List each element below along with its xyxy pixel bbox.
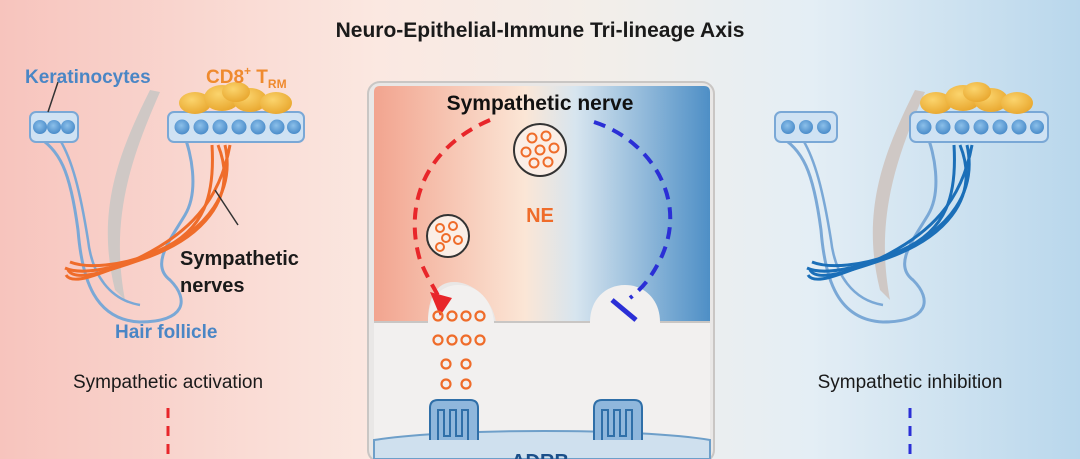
receptor-notch-right <box>590 285 660 322</box>
vesicle-large <box>513 123 567 177</box>
nerves-leader <box>214 189 239 226</box>
ne-label: NE <box>526 205 554 227</box>
hair-follicle-right <box>777 133 938 324</box>
nerves-label-line1: Sympathetic <box>180 248 299 270</box>
trm-cells <box>179 82 292 114</box>
keratinocytes-leader <box>47 81 59 113</box>
left-skin-panel: Keratinocytes CD8+ TRM Sympathetic nerve… <box>25 64 305 459</box>
hair-follicle-inner <box>58 139 141 307</box>
hair-shaft-right <box>872 90 925 300</box>
hair-follicle <box>34 133 195 324</box>
hair-follicle-inner-right <box>801 139 884 307</box>
right-skin-panel: Sympathetic inhibition <box>774 82 1049 459</box>
center-synapse-panel: Sympathetic nerve NE <box>367 81 715 459</box>
hair-follicle-label: Hair follicle <box>115 322 217 343</box>
nerves-label-line2: nerves <box>180 275 245 297</box>
adrb-label-partial: ADRB <box>511 451 569 459</box>
trm-cells-right <box>920 82 1033 114</box>
inhibition-caption: Sympathetic inhibition <box>818 372 1003 393</box>
keratinocyte-cluster-small-right <box>774 111 838 143</box>
keratinocyte-cluster-large-right <box>909 111 1049 143</box>
adrb-receptor-right <box>593 399 643 440</box>
activation-arrow <box>412 118 491 301</box>
released-ne <box>432 310 486 390</box>
activation-caption: Sympathetic activation <box>73 372 263 393</box>
sympathetic-nerves-activated <box>64 144 232 281</box>
inhibition-arrow <box>593 120 673 300</box>
adrb-receptor-left <box>429 399 479 440</box>
keratinocyte-cluster-large <box>167 111 305 143</box>
vesicle-small <box>426 214 470 258</box>
presynaptic-area <box>374 86 710 322</box>
hair-shaft <box>107 90 160 300</box>
activation-arrowhead <box>430 292 452 316</box>
diagram-title: Neuro-Epithelial-Immune Tri-lineage Axis <box>336 19 745 42</box>
trm-label: CD8+ TRM <box>206 64 287 91</box>
sympathetic-nerves-inhibited <box>806 144 974 281</box>
inhibition-bar <box>610 298 638 322</box>
keratinocytes-label: Keratinocytes <box>25 67 151 88</box>
sympathetic-nerve-label: Sympathetic nerve <box>447 92 634 115</box>
keratinocyte-cluster-small <box>29 111 79 143</box>
